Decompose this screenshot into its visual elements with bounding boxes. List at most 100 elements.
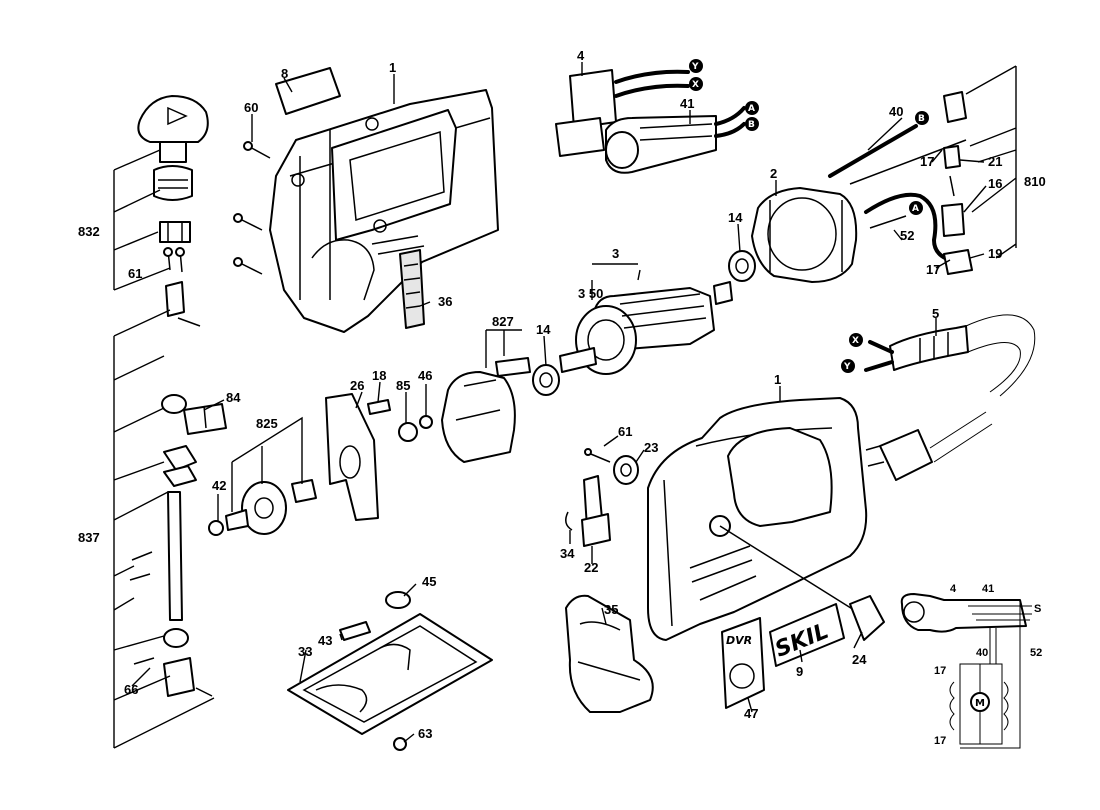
badge-skil-9: SKIL — [769, 603, 845, 667]
label-47: 47 — [744, 706, 758, 721]
label-42: 42 — [212, 478, 226, 493]
housing-half-1 — [269, 89, 499, 333]
label-46: 46 — [418, 368, 432, 383]
label-61-left: 61 — [128, 266, 142, 281]
label-33: 33 — [298, 644, 312, 659]
electronic-module-41 — [605, 106, 746, 174]
field-stator-2 — [751, 187, 858, 283]
label-43: 43 — [318, 633, 332, 648]
label-16: 16 — [988, 176, 1002, 191]
schematic-label-17-bottom: 17 — [934, 735, 946, 747]
plunger-assembly-837 — [129, 281, 213, 697]
brush-carbon-22 — [565, 475, 611, 547]
svg-text:A: A — [912, 204, 919, 214]
label-17-top: 17 — [920, 154, 934, 169]
label-36: 36 — [438, 294, 452, 309]
foot-plate-33 — [287, 591, 493, 751]
plate-text: DVR — [726, 634, 752, 647]
small-parts-18-85-46 — [367, 399, 433, 442]
wiring-schematic: M — [900, 593, 1032, 749]
wire-badge-b: B — [745, 117, 759, 131]
schematic-label-s: S — [1034, 603, 1041, 615]
svg-text:X: X — [692, 80, 699, 90]
gear-825 — [208, 416, 317, 536]
assembled-jigsaw-1 — [647, 397, 885, 641]
wire-badge-x2: X — [849, 333, 863, 347]
screws-61 — [163, 247, 185, 273]
label-3-50: 3 50 — [578, 286, 603, 301]
label-41: 41 — [680, 96, 694, 111]
schematic-label-41: 41 — [982, 583, 994, 595]
label-810: 810 — [1024, 174, 1046, 189]
label-14-top: 14 — [728, 210, 743, 225]
switch-4 — [555, 69, 690, 157]
svg-text:X: X — [852, 336, 859, 346]
lever-knob-832 — [137, 95, 209, 243]
label-14-mid: 14 — [536, 322, 551, 337]
label-21: 21 — [988, 154, 1002, 169]
label-34: 34 — [560, 546, 575, 561]
wire-badge-y: Y — [689, 59, 703, 73]
wire-badge-a: A — [745, 101, 759, 115]
label-60: 60 — [244, 100, 258, 115]
leader-lines — [131, 62, 987, 743]
wire-badge-a2: A — [909, 201, 923, 215]
wire-badge-y2: Y — [841, 359, 855, 373]
label-45: 45 — [422, 574, 436, 589]
wire-badge-x: X — [689, 77, 703, 91]
label-63: 63 — [418, 726, 432, 741]
svg-text:A: A — [748, 104, 755, 114]
svg-text:B: B — [918, 114, 925, 124]
label-52: 52 — [900, 228, 914, 243]
schematic-label-4: 4 — [950, 583, 957, 595]
label-26: 26 — [350, 378, 364, 393]
gear-housing-827 — [441, 357, 531, 463]
label-85: 85 — [396, 378, 410, 393]
label-5: 5 — [932, 306, 939, 321]
label-17-bottom: 17 — [926, 262, 940, 277]
svg-text:B: B — [748, 120, 755, 130]
label-18: 18 — [372, 368, 386, 383]
label-837: 837 — [78, 530, 100, 545]
wire-badge-b2: B — [915, 111, 929, 125]
bearings-14 — [532, 250, 756, 396]
schematic-label-52: 52 — [1030, 647, 1042, 659]
label-84: 84 — [226, 390, 241, 405]
schematic-label-40: 40 — [976, 647, 988, 659]
label-61-right: 61 — [618, 424, 632, 439]
label-19: 19 — [988, 246, 1002, 261]
brush-holder-group-810 — [941, 65, 1017, 275]
label-1-tool: 1 — [774, 372, 781, 387]
screws-60 — [233, 141, 271, 275]
field-wires-40-52 — [828, 124, 967, 264]
label-827: 827 — [492, 314, 514, 329]
plate-47: DVR — [721, 617, 765, 709]
window-8 — [275, 67, 341, 115]
label-9: 9 — [796, 664, 803, 679]
clamp-84 — [183, 403, 227, 435]
label-22: 22 — [584, 560, 598, 575]
label-8: 8 — [281, 66, 288, 81]
bracket-lines-left — [113, 149, 215, 749]
schematic-label-17-top: 17 — [934, 665, 946, 677]
label-832: 832 — [78, 224, 100, 239]
motor-symbol: M — [975, 698, 985, 709]
label-66: 66 — [124, 682, 138, 697]
power-cord-5 — [864, 314, 1036, 481]
label-3: 3 — [612, 246, 619, 261]
svg-text:Y: Y — [691, 62, 699, 72]
armature-3 — [559, 281, 733, 375]
label-2: 2 — [770, 166, 777, 181]
label-24: 24 — [852, 652, 867, 667]
label-4: 4 — [577, 48, 585, 63]
gear-23 — [584, 448, 639, 485]
blade-guard-35 — [565, 594, 654, 713]
label-35: 35 — [604, 602, 618, 617]
label-40: 40 — [889, 104, 903, 119]
label-1-housing: 1 — [389, 60, 396, 75]
label-825: 825 — [256, 416, 278, 431]
svg-text:Y: Y — [843, 362, 851, 372]
yoke-26 — [325, 393, 379, 521]
label-23: 23 — [644, 440, 658, 455]
